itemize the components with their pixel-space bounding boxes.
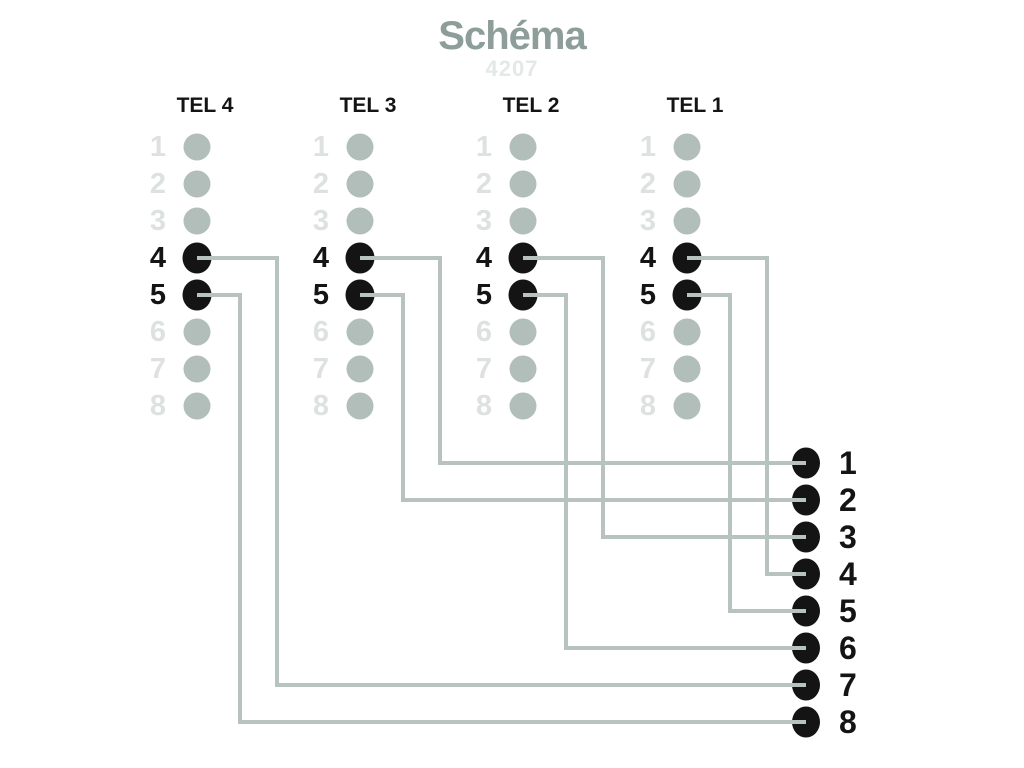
tel-3-pin-7-dot [346,355,374,383]
tel-4-pin-3-dot [183,207,211,235]
tel-4-pin-2-label: 2 [150,168,166,200]
tel-1-pin-1-label: 1 [640,131,656,163]
tel-3-pin-1-label: 1 [313,131,329,163]
tel-3-pin-6-label: 6 [313,316,329,348]
tel-1-pin-1-dot [673,133,701,161]
tel-2-pin-4-label: 4 [476,242,492,274]
tel-4-pin-7-dot [183,355,211,383]
tel-3-pin-8-label: 8 [313,390,329,422]
tel-2-pin-7-label: 7 [476,353,492,385]
output-pin-2-label: 2 [839,482,857,518]
tel-1-pin-4-label: 4 [640,242,656,274]
wire-tel-4-pin-5-to-output-8 [197,293,806,724]
tel-1-pin-8-dot [673,392,701,420]
tel-4-pin-5-label: 5 [150,279,166,311]
tel-4-pin-8-dot [183,392,211,420]
tel-2-pin-1-dot [509,133,537,161]
tel-1-pin-3-dot [673,207,701,235]
tel-2-pin-6-label: 6 [476,316,492,348]
output-pin-1-label: 1 [839,445,857,481]
tel-4-pin-1-dot [183,133,211,161]
tel-4-pin-4-label: 4 [150,242,166,274]
output-pin-6-label: 6 [839,630,857,666]
wire-tel-1-pin-4-to-output-4 [687,256,806,576]
wire-tel-3-pin-5-to-output-2 [360,293,806,502]
tel-1-pin-6-label: 6 [640,316,656,348]
wire-tel-2-pin-5-to-output-6 [523,293,806,650]
tel-2-pin-2-label: 2 [476,168,492,200]
tel-2-pin-7-dot [509,355,537,383]
tel-2-pin-1-label: 1 [476,131,492,163]
tel-2-pin-5-label: 5 [476,279,492,311]
connector-header-tel-4: TEL 4 [177,94,234,117]
tel-2-pin-8-label: 8 [476,390,492,422]
tel-4-pin-6-label: 6 [150,316,166,348]
output-pin-5-label: 5 [839,593,857,629]
tel-3-pin-3-dot [346,207,374,235]
wire-tel-2-pin-4-to-output-3 [523,256,806,539]
connector-header-tel-1: TEL 1 [667,94,724,117]
output-pin-7-label: 7 [839,667,857,703]
page-title: Schéma [438,14,586,58]
schema-number: 4207 [485,56,539,81]
tel-1-pin-2-label: 2 [640,168,656,200]
tel-2-pin-8-dot [509,392,537,420]
tel-1-pin-3-label: 3 [640,205,656,237]
tel-1-pin-7-label: 7 [640,353,656,385]
tel-1-pin-2-dot [673,170,701,198]
tel-4-pin-1-label: 1 [150,131,166,163]
output-pin-3-label: 3 [839,519,857,555]
tel-3-pin-4-label: 4 [313,242,329,274]
tel-3-pin-5-label: 5 [313,279,329,311]
tel-1-pin-5-label: 5 [640,279,656,311]
connector-header-tel-3: TEL 3 [340,94,397,117]
tel-1-pin-6-dot [673,318,701,346]
tel-4-pin-2-dot [183,170,211,198]
tel-4-pin-8-label: 8 [150,390,166,422]
wire-tel-3-pin-4-to-output-1 [360,256,806,465]
tel-2-pin-2-dot [509,170,537,198]
wire-tel-1-pin-5-to-output-5 [687,293,806,613]
tel-1-pin-8-label: 8 [640,390,656,422]
tel-3-pin-7-label: 7 [313,353,329,385]
output-pin-8-label: 8 [839,704,857,740]
wire-tel-4-pin-4-to-output-7 [197,256,806,687]
tel-4-pin-3-label: 3 [150,205,166,237]
tel-4-pin-7-label: 7 [150,353,166,385]
tel-3-pin-3-label: 3 [313,205,329,237]
connector-header-tel-2: TEL 2 [503,94,560,117]
tel-2-pin-6-dot [509,318,537,346]
output-pin-4-label: 4 [839,556,857,592]
tel-4-pin-6-dot [183,318,211,346]
tel-3-pin-2-label: 2 [313,168,329,200]
tel-3-pin-1-dot [346,133,374,161]
tel-2-pin-3-label: 3 [476,205,492,237]
tel-3-pin-6-dot [346,318,374,346]
tel-2-pin-3-dot [509,207,537,235]
tel-1-pin-7-dot [673,355,701,383]
tel-3-pin-8-dot [346,392,374,420]
tel-3-pin-2-dot [346,170,374,198]
